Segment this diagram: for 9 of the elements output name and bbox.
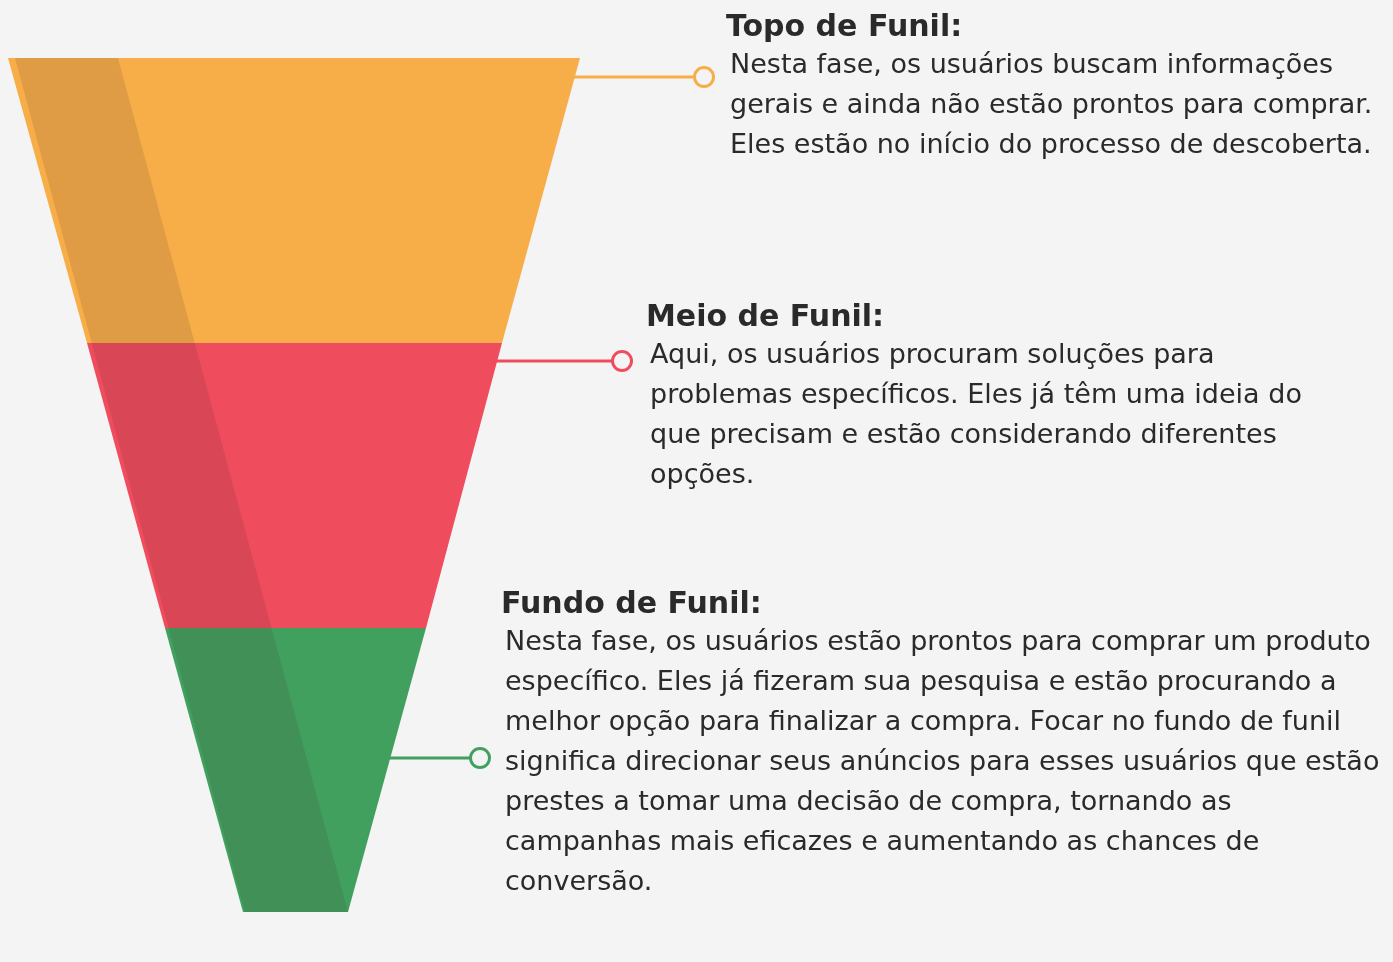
leader-line — [571, 66, 715, 88]
stage-description: Nesta fase, os usuários estão prontos para comprar um produto específico. Eles já fizeram sua pesquisa e estão procurando a melhor opção para finalizar a compra. Focar no fundo de funil significa direcionar seus anúncios para esses usuários que estão prestes a tomar uma decisão de compra, tornando as campanhas mais eficazes e aumentando as chances de conversão. — [505, 624, 1381, 898]
leader-line — [494, 350, 633, 372]
stage-heading: Meio de Funil: — [646, 298, 886, 334]
stage-heading: Topo de Funil: — [726, 8, 964, 44]
stage-description: Aqui, os usuários procuram soluções para problemas específicos. Eles já têm uma ideia do que precisam e estão considerando diferentes opções. — [650, 337, 1303, 491]
stage-heading: Fundo de Funil: — [501, 585, 763, 621]
stage-description: Nesta fase, os usuários buscam informações gerais e ainda não estão prontos para comprar. Eles estão no início do processo de descoberta. — [730, 47, 1374, 161]
leader-line — [387, 747, 491, 769]
